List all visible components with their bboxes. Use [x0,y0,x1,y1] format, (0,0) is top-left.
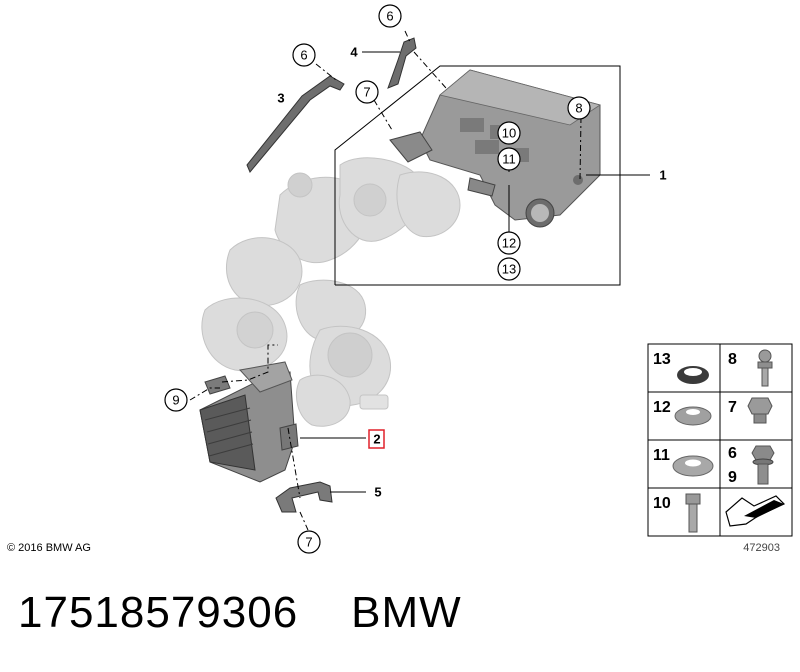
flange-bolt-icon [751,445,775,485]
air-duct-part [199,361,299,483]
svg-text:6: 6 [300,48,307,63]
callout-7-bottom[interactable]: 7 [297,530,321,554]
arrow-direction-icon [725,495,786,527]
callout-7-top[interactable]: 7 [355,80,379,104]
svg-text:13: 13 [502,262,516,277]
callout-5[interactable]: 5 [374,485,381,500]
legend-label-6: 6 [728,445,737,462]
legend-label-11: 11 [653,447,670,464]
legend-label-10: 10 [653,495,671,512]
fastener-legend: 13 8 12 7 11 6 9 [647,343,793,537]
legend-label-13: 13 [653,351,671,368]
svg-text:11: 11 [502,152,516,167]
catalog-number: 472903 [743,542,780,554]
legend-label-7: 7 [728,399,737,416]
callout-10[interactable]: 10 [497,121,521,145]
svg-text:6: 6 [386,9,393,24]
copyright-notice: © 2016 BMW AG [7,542,91,554]
callout-6-left[interactable]: 6 [292,43,316,67]
bracket-part-3 [246,75,345,173]
callout-1[interactable]: 1 [659,168,666,183]
hex-bolt-icon [747,397,773,424]
socket-screw-icon [685,493,701,533]
svg-text:10: 10 [502,126,516,141]
svg-text:2: 2 [373,432,380,447]
brand-name: BMW [351,588,462,637]
callout-9[interactable]: 9 [164,388,188,412]
conical-washer-icon [674,406,712,426]
legend-label-8: 8 [728,351,737,368]
callout-12[interactable]: 12 [497,231,521,255]
seal-ring-icon [677,366,709,384]
svg-text:7: 7 [305,535,312,550]
charge-air-cooler-part [389,69,601,228]
turbocharger-ghost-image [201,157,461,427]
callout-3[interactable]: 3 [277,91,284,106]
callout-11[interactable]: 11 [497,147,521,171]
callout-8[interactable]: 8 [567,96,591,120]
svg-text:12: 12 [502,236,516,251]
callout-6-top[interactable]: 6 [378,4,402,28]
svg-text:8: 8 [575,101,582,116]
part-number-line: 17518579306 BMW [18,588,462,638]
leader-lines [189,30,582,531]
bracket-part-4 [387,37,417,89]
callout-13[interactable]: 13 [497,257,521,281]
callout-2-highlighted[interactable]: 2 [368,429,385,449]
flat-washer-icon [672,455,714,477]
svg-text:9: 9 [172,393,179,408]
legend-label-12: 12 [653,399,671,416]
bracket-part-5 [275,481,333,513]
part-number: 17518579306 [18,588,299,637]
ball-stud-icon [757,349,773,387]
group-frame [334,65,621,286]
svg-text:7: 7 [363,85,370,100]
legend-label-9: 9 [728,469,737,486]
callout-4[interactable]: 4 [350,45,358,60]
solid-leaders [300,51,650,493]
